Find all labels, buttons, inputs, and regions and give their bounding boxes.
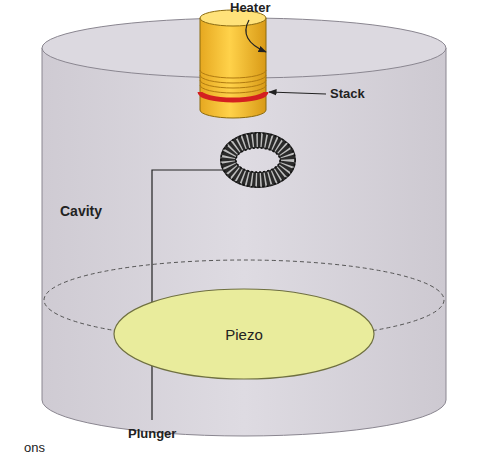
torus-sample — [221, 133, 295, 187]
text-fragment: ons — [24, 440, 45, 455]
heater-leader — [246, 20, 266, 52]
part-name: Piezo — [225, 326, 263, 343]
piezo-disc: Piezo — [113, 288, 375, 380]
part-label: Heater — [230, 0, 270, 15]
region-name: Cavity — [60, 203, 102, 219]
part-label: Stack — [330, 86, 365, 101]
cavity-region: CavityPiezo — [42, 18, 446, 436]
heater-stack — [200, 10, 266, 118]
stack-leader — [269, 92, 326, 94]
part-label: Plunger — [128, 426, 176, 441]
